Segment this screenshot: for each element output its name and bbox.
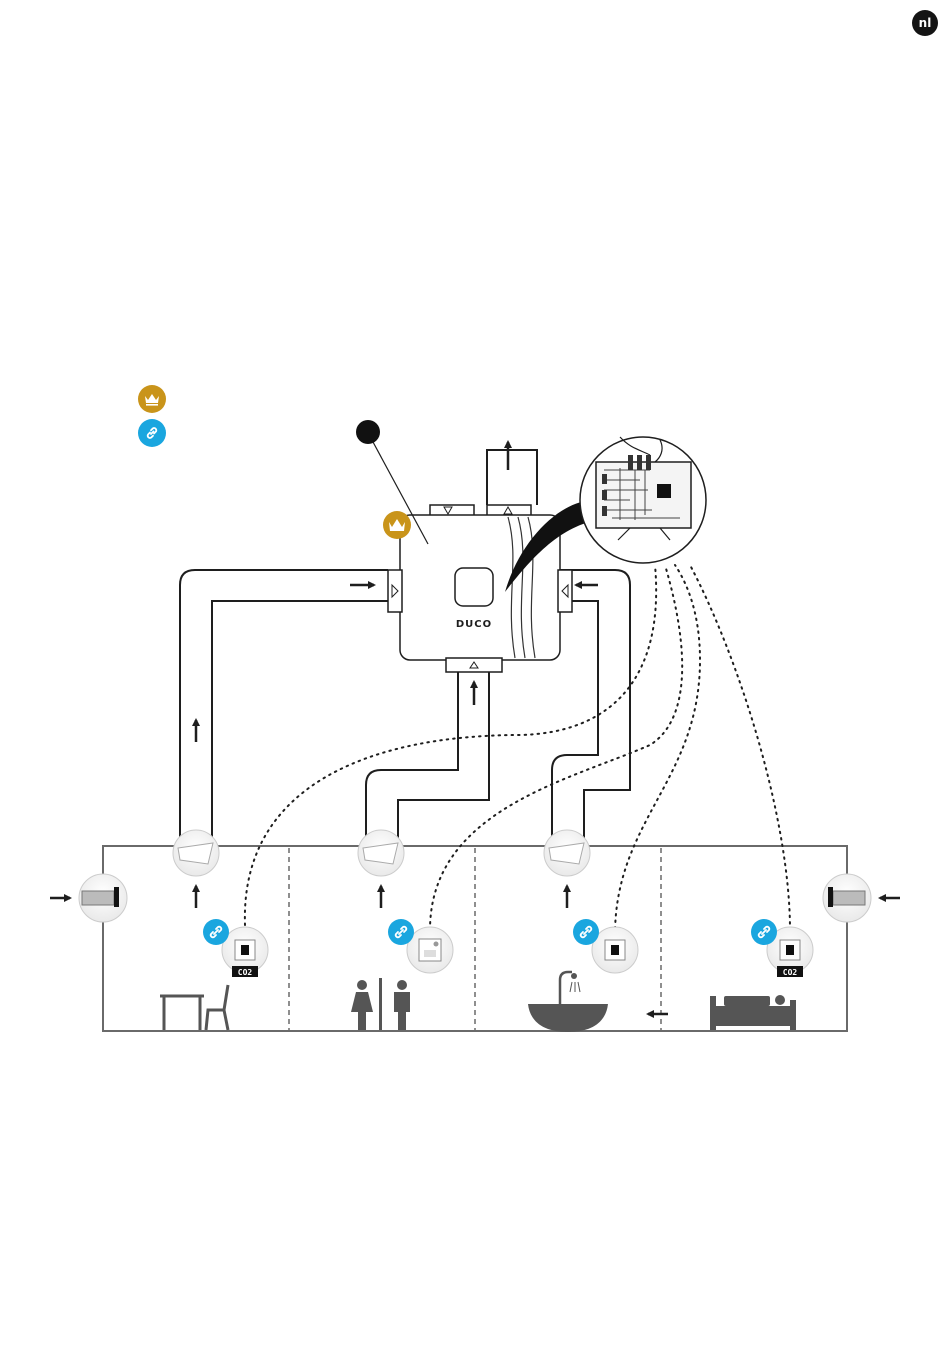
humidity-sensor-bathroom <box>592 927 638 973</box>
toilet-people-icon <box>351 978 410 1030</box>
bed-icon <box>710 995 796 1030</box>
link-icon <box>751 919 777 945</box>
unit-control-panel <box>455 568 493 606</box>
window-vent-right <box>823 874 871 922</box>
co2-label-living: CO2 <box>238 968 253 977</box>
extract-grille-bathroom <box>544 830 590 876</box>
unit-brand-logo: DUCO <box>456 619 492 630</box>
link-icon <box>388 919 414 945</box>
link-icon <box>573 919 599 945</box>
humidity-sensor-toilet <box>407 927 453 973</box>
exhaust-duct <box>487 450 537 505</box>
unit-master-crown-icon <box>383 511 411 539</box>
table-chair-icon <box>160 985 228 1030</box>
window-vent-left <box>79 874 127 922</box>
co2-sensor-living: CO2 <box>222 927 268 977</box>
extract-grille-living <box>173 830 219 876</box>
extract-grille-toilet <box>358 830 404 876</box>
bathtub-icon <box>528 972 608 1032</box>
duct-toilet <box>366 672 458 846</box>
co2-label-bedroom: CO2 <box>783 968 798 977</box>
link-icon <box>203 919 229 945</box>
circuit-board-detail <box>580 437 706 563</box>
